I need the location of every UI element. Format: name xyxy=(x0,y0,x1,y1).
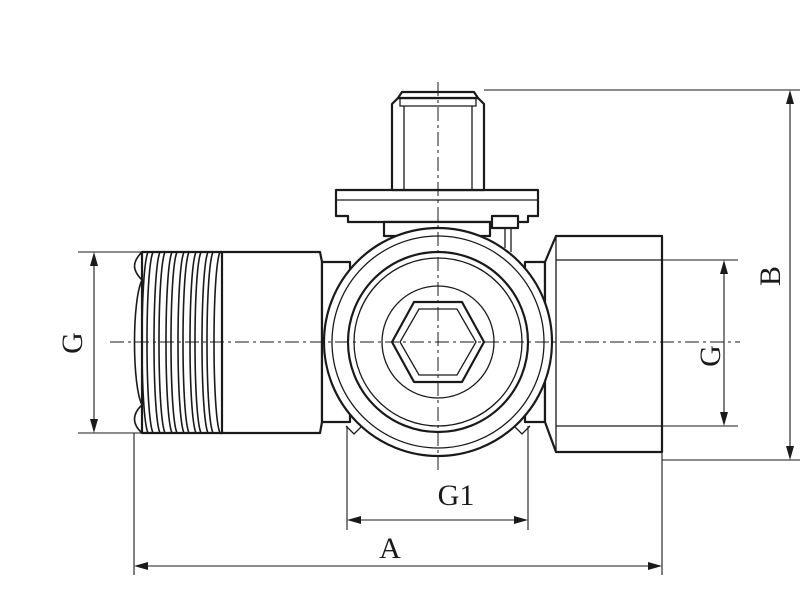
dimension-g-right xyxy=(662,259,738,427)
label-g-left: G xyxy=(56,332,89,354)
dimension-a xyxy=(133,433,663,575)
dimension-g1 xyxy=(346,426,529,530)
dimension-g-left xyxy=(78,251,142,434)
label-a: A xyxy=(379,532,401,565)
center-lines xyxy=(110,82,740,470)
label-g1: G1 xyxy=(438,479,475,512)
label-g-right: G xyxy=(694,345,727,367)
dimension-b xyxy=(484,89,800,461)
label-b: B xyxy=(754,266,787,286)
